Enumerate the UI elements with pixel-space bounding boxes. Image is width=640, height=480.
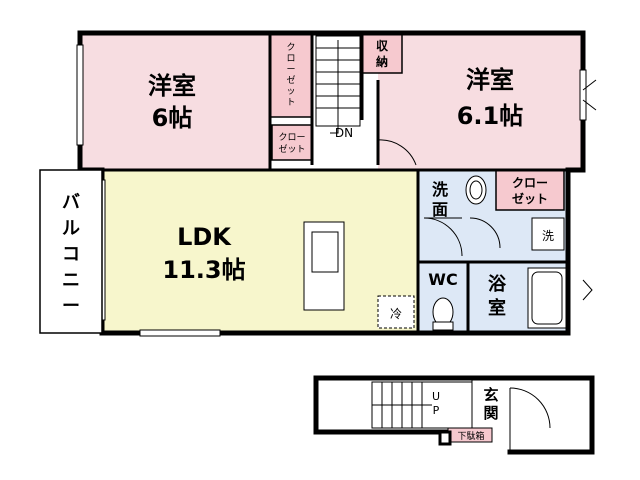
fridge-box bbox=[377, 295, 415, 329]
closet-wash-top: クロー bbox=[512, 176, 548, 190]
entrance-char-2: 関 bbox=[483, 404, 498, 422]
ldk-name: LDK bbox=[177, 223, 232, 251]
washroom-char-1: 洗 bbox=[432, 180, 448, 199]
svg-text:ト: ト bbox=[286, 98, 295, 108]
western-room-2-size: 6.1帖 bbox=[457, 102, 524, 130]
walls-interior bbox=[102, 33, 568, 333]
western-room-2-fill bbox=[378, 33, 583, 170]
entrance-char-1: 玄 bbox=[483, 386, 498, 404]
ldk-size: 11.3帖 bbox=[162, 256, 245, 284]
shuno-bottom: 納 bbox=[376, 54, 388, 69]
svg-text:ニ: ニ bbox=[62, 270, 80, 291]
bathroom-char-2: 室 bbox=[488, 297, 506, 319]
western-room-1-name: 洋室 bbox=[148, 72, 196, 100]
svg-text:ー: ー bbox=[286, 65, 295, 75]
closet-wash-bottom: ゼット bbox=[512, 191, 548, 206]
washer-box bbox=[531, 217, 565, 251]
doors bbox=[377, 79, 597, 301]
svg-text:ロ: ロ bbox=[286, 54, 295, 64]
closet-small-top: クロー bbox=[278, 132, 305, 143]
closet-room1-label: ク ロ ー ゼ ッ ト bbox=[286, 42, 295, 108]
stairs-upper bbox=[315, 35, 361, 134]
western-room-2-name: 洋室 bbox=[466, 66, 514, 94]
svg-text:ゼ: ゼ bbox=[286, 74, 295, 86]
closet-small-bottom: ゼット bbox=[278, 143, 305, 155]
svg-text:コ: コ bbox=[62, 244, 80, 265]
svg-text:ッ: ッ bbox=[286, 87, 295, 97]
balcony-label: バ ル コ ニ ー bbox=[62, 192, 80, 317]
ldk-fill bbox=[102, 170, 418, 333]
bathroom-char-1: 浴 bbox=[488, 274, 507, 295]
svg-text:ー: ー bbox=[62, 296, 80, 317]
washer-label: 洗 bbox=[542, 229, 554, 243]
western-room-1-size: 6帖 bbox=[152, 104, 193, 132]
stairs-up-char-1: U bbox=[432, 390, 440, 403]
fridge-label: 冷 bbox=[390, 307, 402, 321]
western-room-1-fill bbox=[80, 33, 270, 170]
lower-floor bbox=[313, 375, 595, 455]
svg-text:バ: バ bbox=[62, 192, 80, 213]
washroom-char-2: 面 bbox=[432, 200, 448, 219]
wc-label: WC bbox=[428, 270, 457, 289]
svg-text:ク: ク bbox=[286, 42, 295, 53]
stairs-down-label: DN bbox=[335, 126, 353, 140]
fixtures bbox=[303, 175, 567, 331]
svg-text:ル: ル bbox=[62, 218, 80, 239]
closet-room1 bbox=[269, 32, 313, 118]
shuno-top: 収 bbox=[376, 39, 389, 53]
shoe-box-label: 下駄箱 bbox=[457, 430, 484, 442]
balcony bbox=[39, 169, 103, 334]
closet-small bbox=[271, 124, 313, 161]
stairs-up-char-2: P bbox=[433, 404, 440, 417]
